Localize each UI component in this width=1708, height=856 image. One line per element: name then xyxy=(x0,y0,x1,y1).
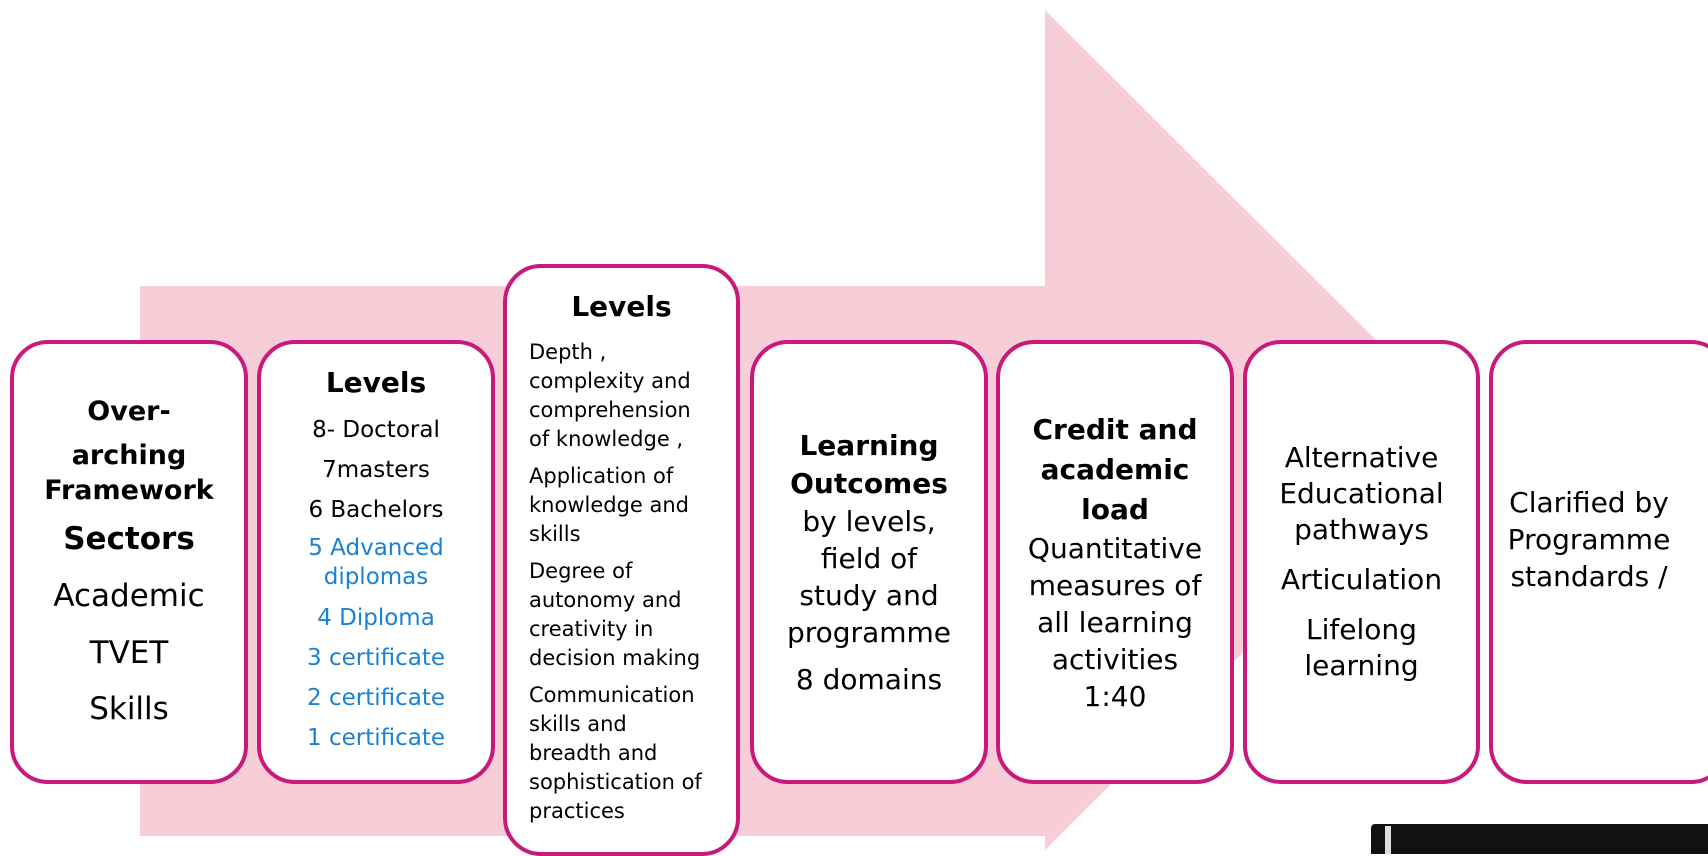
card-5-line-2: academic xyxy=(1040,452,1190,486)
card-6-line-2: Educational xyxy=(1279,477,1444,510)
corner-photo xyxy=(1371,824,1708,854)
card-7-line-3: standards / xyxy=(1510,560,1668,593)
corner-photo-highlight xyxy=(1385,826,1391,854)
card-3-item-4: Communication skills and breadth and sop… xyxy=(529,683,702,823)
card-7-line-1: Clarified by xyxy=(1509,486,1669,519)
card-1-line-3: Framework xyxy=(44,475,214,507)
card-1-line-2: arching xyxy=(71,439,187,471)
card-levels-list: Levels 8- Doctoral 7masters 6 Bachelors … xyxy=(257,340,495,784)
card-6-line-3: pathways xyxy=(1294,513,1429,546)
card-alternative-pathways: Alternative Educational pathways Articul… xyxy=(1243,340,1480,784)
card-6-line-5: Lifelong xyxy=(1306,613,1417,646)
card-5-line-3: load xyxy=(1081,492,1149,526)
card-4-line-6: programme xyxy=(786,615,952,649)
card-1-line-6: TVET xyxy=(89,634,169,671)
card-5-line-6: all learning xyxy=(1037,605,1193,639)
card-level-descriptors: Levels Depth , complexity and comprehens… xyxy=(503,264,740,856)
card-6-line-4: Articulation xyxy=(1280,563,1443,596)
card-5-line-8: 1:40 xyxy=(1083,679,1147,713)
card-1-line-4: Sectors xyxy=(63,521,195,558)
card-6-line-1: Alternative xyxy=(1284,441,1439,474)
card-3-item-2: Application of knowledge and skills xyxy=(529,464,690,546)
card-2-item-2: 7masters xyxy=(322,457,430,483)
card-learning-outcomes: Learning Outcomes by levels, field of st… xyxy=(750,340,988,784)
card-4-line-7: 8 domains xyxy=(795,662,943,696)
card-1-line-1: Over- xyxy=(87,395,171,427)
card-2-item-6: 3 certificate xyxy=(307,645,445,671)
card-2-item-7: 2 certificate xyxy=(307,685,445,711)
card-4-line-1: Learning xyxy=(799,428,939,462)
card-1-line-5: Academic xyxy=(53,577,205,614)
card-programme-standards: Clarified by Programme standards / xyxy=(1489,340,1708,784)
card-2-item-1: 8- Doctoral xyxy=(312,417,440,443)
card-4-line-2: Outcomes xyxy=(790,466,948,500)
card-5-line-7: activities xyxy=(1051,642,1179,676)
card-2-item-3: 6 Bachelors xyxy=(308,497,444,523)
card-3-items: Depth , complexity and comprehension of … xyxy=(507,338,736,834)
card-7-line-2: Programme xyxy=(1507,523,1671,556)
card-5-line-5: measures of xyxy=(1028,568,1202,602)
card-4-line-4: field of xyxy=(820,541,918,575)
card-5-line-1: Credit and xyxy=(1032,412,1198,446)
card-2-item-5: 4 Diploma xyxy=(317,605,435,631)
card-1-line-7: Skills xyxy=(89,691,169,728)
card-overarching-framework: Over- arching Framework Sectors Academic… xyxy=(10,340,248,784)
card-6-line-6: learning xyxy=(1304,649,1419,682)
card-3-title: Levels xyxy=(571,290,672,323)
card-4-line-5: study and xyxy=(799,578,939,612)
card-4-line-3: by levels, xyxy=(802,504,936,538)
card-3-item-3: Degree of autonomy and creativity in dec… xyxy=(529,559,701,670)
card-3-item-1: Depth , complexity and comprehension of … xyxy=(529,340,691,451)
card-2-item-8: 1 certificate xyxy=(307,725,445,751)
card-2-title: Levels xyxy=(325,366,427,399)
card-credit-academic-load: Credit and academic load Quantitative me… xyxy=(996,340,1234,784)
card-2-item-4: 5 Advanced diplomas xyxy=(308,535,444,590)
card-5-line-4: Quantitative xyxy=(1027,531,1203,565)
